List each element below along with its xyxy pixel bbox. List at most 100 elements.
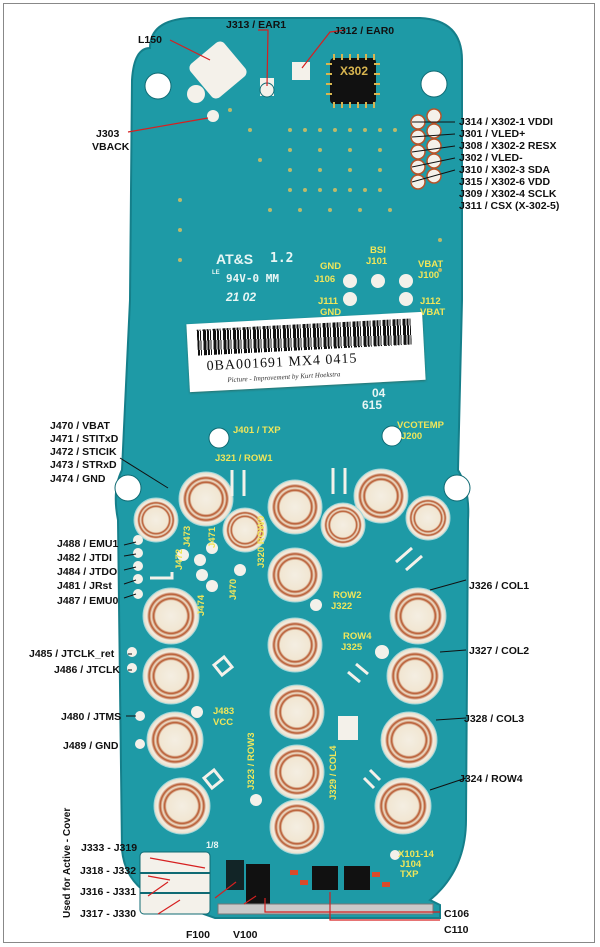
- bottom-connector-strip: [217, 903, 434, 915]
- label-j486: J486 / JTCLK: [54, 664, 120, 676]
- label-j471: J471 / STITxD: [50, 433, 119, 445]
- y-j321: J321 / ROW1: [215, 453, 273, 464]
- y-x101: X101-14: [398, 849, 434, 860]
- label-j314: J314 / X302-1 VDDI: [459, 116, 553, 128]
- label-j302: J302 / VLED-: [459, 152, 523, 164]
- label-j316-j331: J316 - J331: [80, 886, 137, 898]
- y-j472s: J472: [174, 548, 185, 570]
- barcode-sticker: 0BA001691 MX4 0415 Picture - Improvement…: [186, 311, 426, 393]
- right-test-pads: [410, 108, 442, 190]
- label-j301: J301 / VLED+: [459, 128, 526, 140]
- label-j326: J326 / COL1: [469, 580, 530, 592]
- label-j327: J327 / COL2: [469, 645, 530, 657]
- silk-side-2: 615: [362, 398, 383, 412]
- label-j311: J311 / CSX (X-302-5): [459, 200, 560, 212]
- silk-version: 1.2: [270, 251, 294, 266]
- label-j472: J472 / STICIK: [50, 446, 117, 458]
- y-j106: J106: [314, 274, 336, 285]
- y-j111: J111: [318, 296, 339, 307]
- y-j483: J483: [213, 706, 235, 717]
- label-v100: V100: [233, 929, 258, 941]
- bottom-ic-3: [344, 866, 370, 890]
- label-j318-j332: J318 - J332: [80, 865, 137, 877]
- y-j325: J325: [341, 642, 363, 653]
- keypad-domes: [133, 468, 451, 855]
- label-j315: J315 / X302-6 VDD: [459, 176, 551, 188]
- silk-corner: 1/8: [206, 840, 219, 850]
- label-j482: J482 / JTDI: [57, 552, 112, 564]
- keypad-test-pads: [127, 535, 400, 860]
- label-vback: VBACK: [92, 141, 130, 153]
- y-j320: J320 ROW0: [256, 515, 267, 568]
- y-gnd-a: GND: [320, 261, 342, 272]
- label-j308: J308 / X302-2 RESX: [459, 140, 557, 152]
- bottom-ic-2: [312, 866, 338, 890]
- small-component: [338, 716, 358, 740]
- y-j474s: J474: [196, 594, 207, 616]
- label-j303: J303: [96, 128, 120, 140]
- label-j473: J473 / STRxD: [50, 459, 117, 471]
- bottom-passives: [290, 870, 390, 887]
- pcb-outline: [114, 17, 470, 919]
- dome-spacers: [150, 468, 423, 791]
- leader-lines: [127, 29, 440, 921]
- y-j322: J322: [331, 601, 353, 612]
- label-j310: J310 / X302-3 SDA: [459, 164, 551, 176]
- label-j324: J324 / ROW4: [459, 773, 523, 785]
- silk-side-1: 04: [372, 386, 386, 400]
- silk-le: LE: [212, 270, 220, 276]
- barcode: [196, 318, 412, 356]
- y-vcc: VCC: [213, 717, 234, 728]
- silk-brand: AT&S: [216, 251, 254, 267]
- l150-inductor: [189, 41, 247, 99]
- y-row4: ROW4: [343, 631, 372, 642]
- y-vbat-a: VBAT: [418, 259, 444, 270]
- mounting-holes: [114, 70, 471, 502]
- x302-chip: [330, 58, 376, 104]
- label-j485: J485 / JTCLK_ret: [29, 648, 115, 660]
- label-j489: J489 / GND: [63, 740, 119, 752]
- label-j480: J480 / JTMS: [61, 711, 122, 723]
- ear-pad-0: [292, 62, 310, 80]
- y-j104: J104: [400, 859, 422, 870]
- label-j470: J470 / VBAT: [50, 420, 110, 432]
- label-c110: C110: [444, 924, 469, 936]
- label-j487: J487 / EMU0: [57, 595, 119, 607]
- y-j473s: J473: [182, 525, 193, 547]
- label-j333-j319: J333 - J319: [81, 842, 138, 854]
- y-j401: J401 / TXP: [233, 425, 281, 436]
- label-f100: F100: [186, 929, 210, 941]
- label-j312: J312 / EAR0: [334, 25, 395, 37]
- bottom-ic-1: [226, 860, 244, 890]
- label-j481: J481 / JRst: [57, 580, 112, 592]
- x302-leads: [326, 54, 380, 108]
- silk-chip-mark: X302: [340, 64, 369, 78]
- y-gnd-b: GND: [320, 307, 342, 318]
- vback-pad: [207, 110, 219, 122]
- label-active-cover: Used for Active - Cover: [62, 807, 73, 918]
- y-j112: J112: [420, 296, 441, 307]
- y-txp: TXP: [400, 869, 419, 880]
- v100-component: [246, 864, 270, 904]
- y-j470s: J470: [228, 578, 239, 600]
- via-grid: [178, 108, 442, 272]
- y-vcotemp: VCOTEMP: [397, 420, 444, 431]
- label-j484: J484 / JTDO: [57, 566, 118, 578]
- l150-pad: [187, 85, 205, 103]
- y-j100: J100: [418, 270, 440, 281]
- y-j101: J101: [366, 256, 388, 267]
- y-j471s: J471: [207, 526, 218, 548]
- power-test-pads: [343, 274, 413, 306]
- label-j309: J309 / X302-4 SCLK: [459, 188, 557, 200]
- label-j488: J488 / EMU1: [57, 538, 119, 550]
- y-vbat-b: VBAT: [420, 307, 446, 318]
- label-j474: J474 / GND: [50, 473, 106, 485]
- label-j328: J328 / COL3: [464, 713, 525, 725]
- y-j323: J323 / ROW3: [246, 732, 257, 790]
- label-j313: J313 / EAR1: [226, 19, 287, 31]
- leader-lines-dark: [119, 121, 467, 791]
- y-bsi: BSI: [370, 245, 386, 256]
- silk-rating: 94V-0 MM: [226, 272, 279, 285]
- y-j200: J200: [401, 431, 423, 442]
